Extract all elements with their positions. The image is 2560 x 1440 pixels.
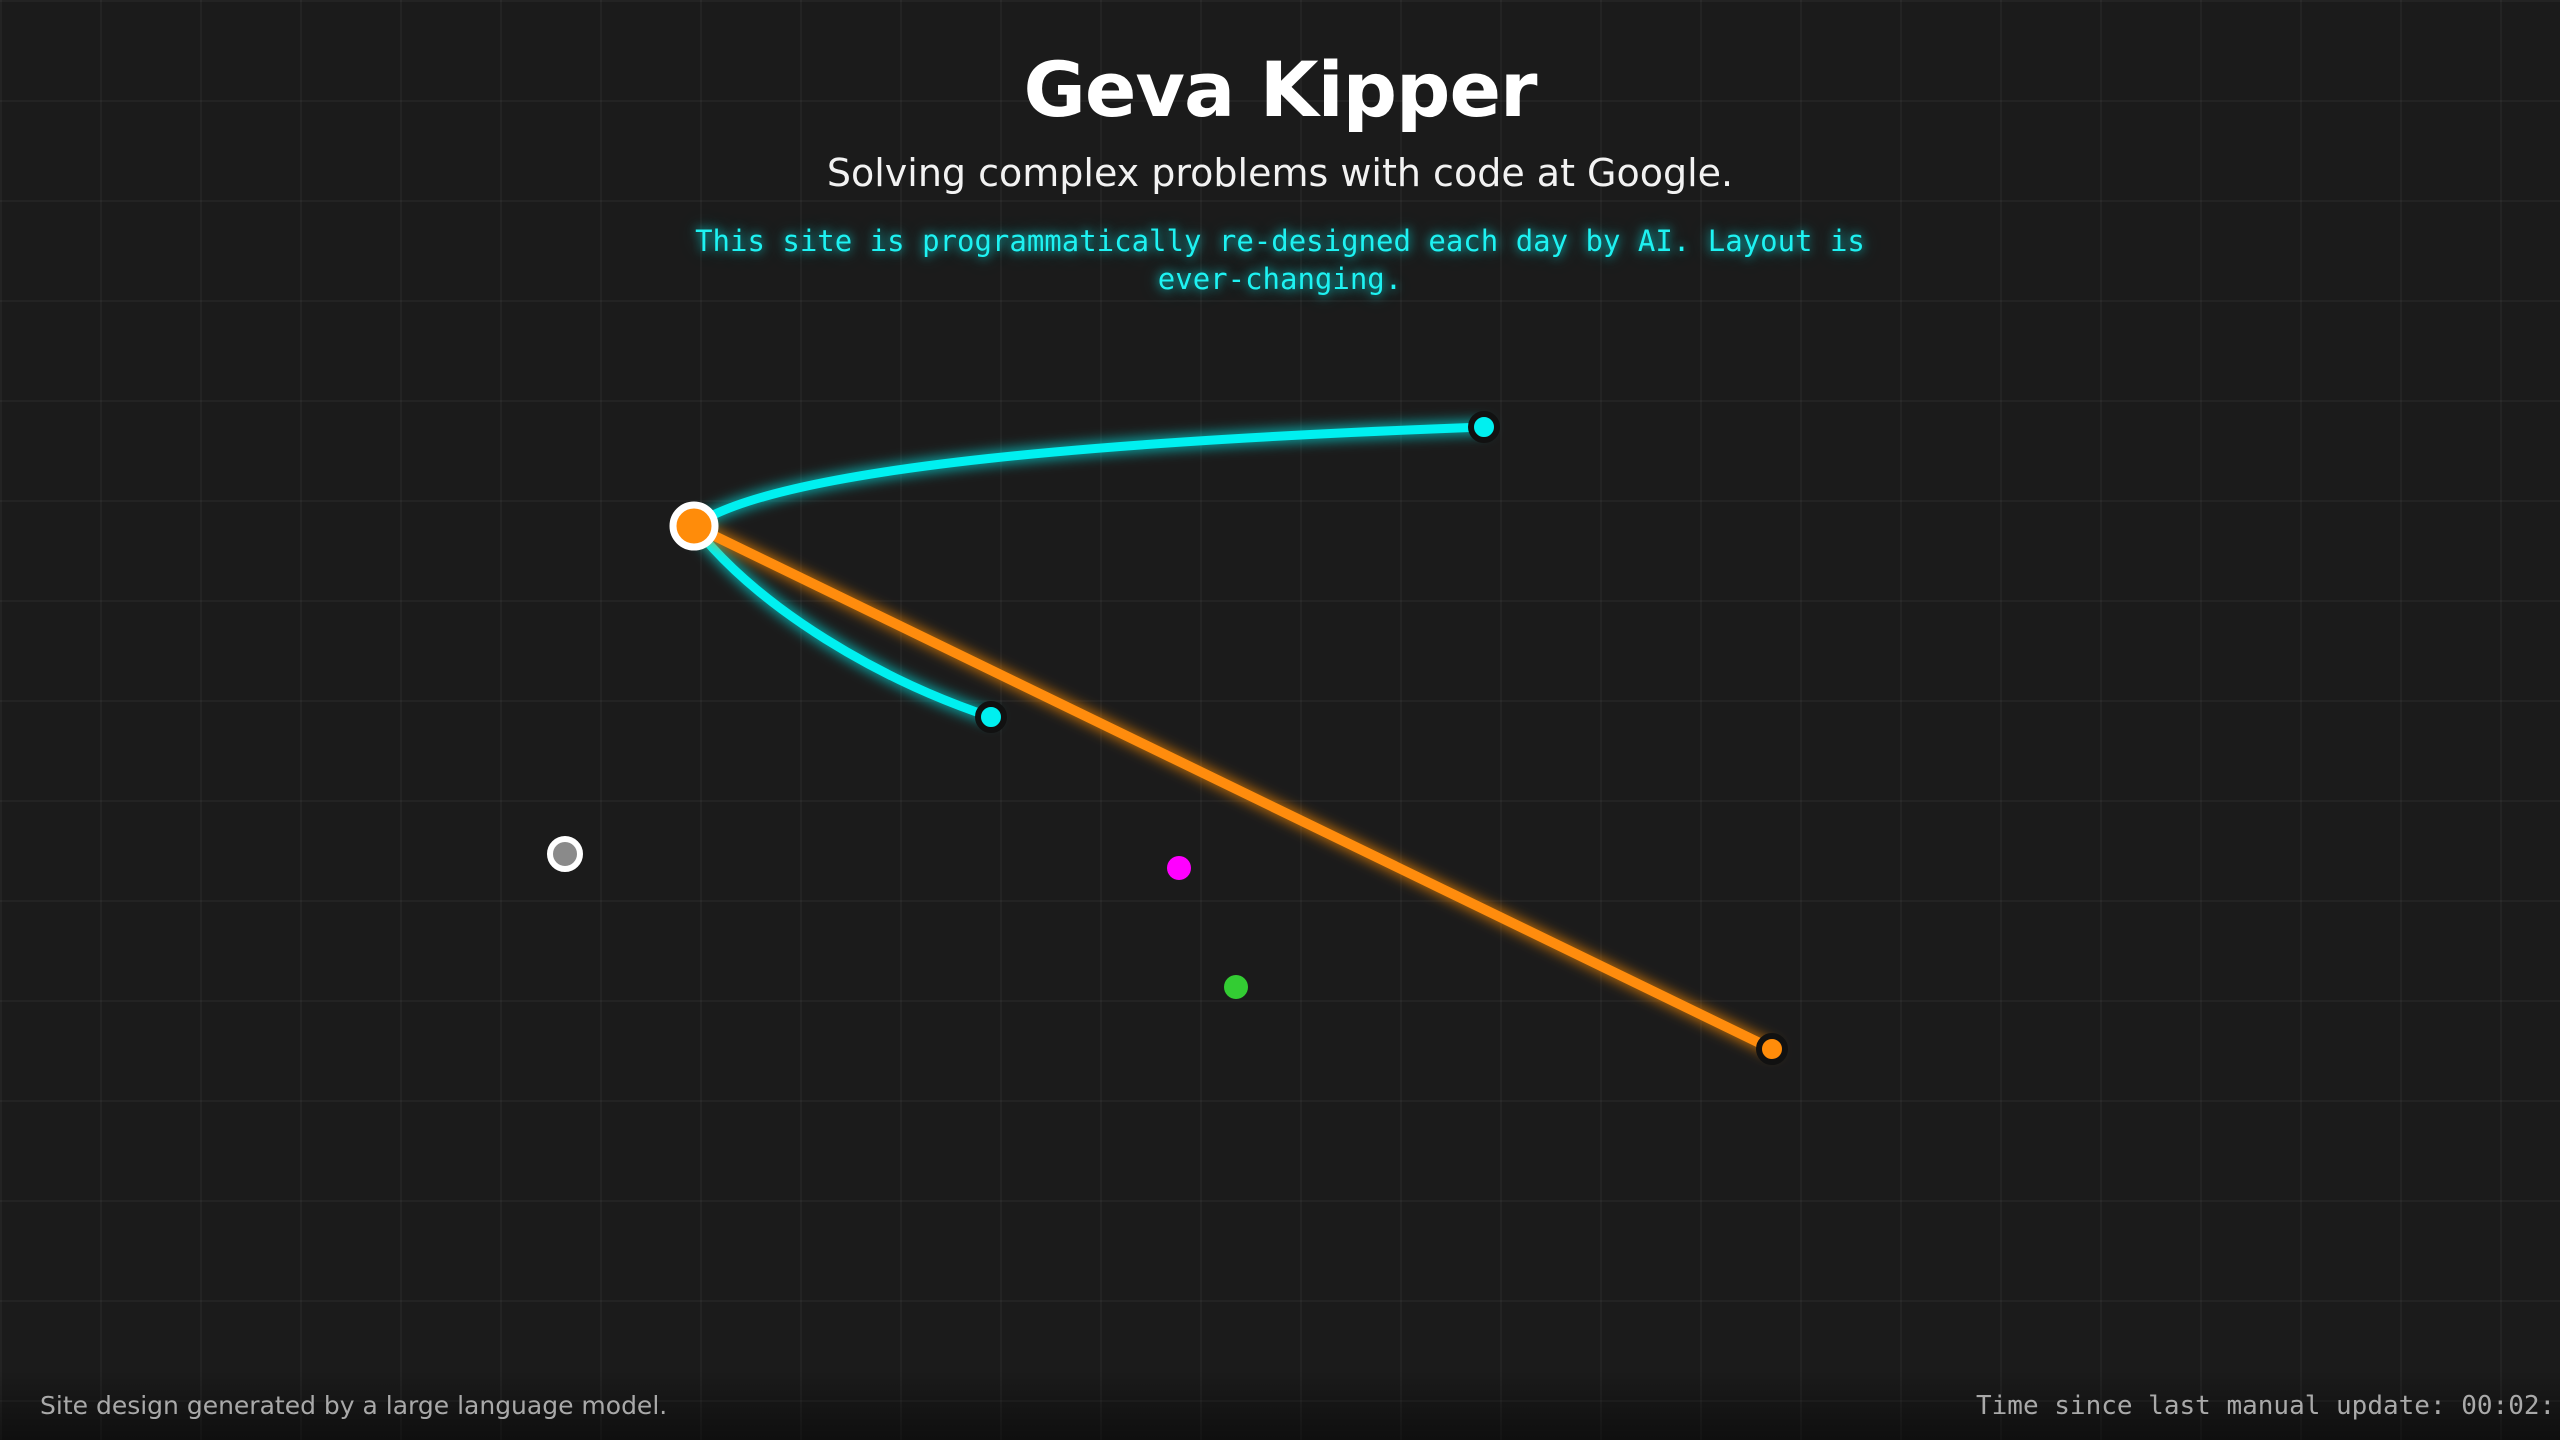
- link-hub-cyan-upper: [689, 422, 1489, 531]
- link-hub-orange-end: [689, 521, 1777, 1054]
- cyan-node-upper[interactable]: [1468, 411, 1500, 443]
- orange-node-end[interactable]: [1756, 1033, 1788, 1065]
- graph-links: [689, 422, 1777, 1054]
- llm-credit-text: Site design generated by a large languag…: [40, 1391, 668, 1420]
- hub-node[interactable]: [669, 501, 719, 551]
- update-timer: Time since last manual update: 00:02:: [1976, 1391, 2556, 1421]
- cyan-node-lower[interactable]: [975, 701, 1007, 733]
- magenta-node[interactable]: [1167, 856, 1191, 880]
- graph-nodes[interactable]: [547, 411, 1788, 1065]
- green-node[interactable]: [1224, 975, 1248, 999]
- link-hub-cyan-lower: [689, 521, 996, 722]
- site-footer: Site design generated by a large languag…: [0, 1370, 2560, 1440]
- site-subtitle: Solving complex problems with code at Go…: [826, 151, 1734, 195]
- site-title: Geva Kipper: [1023, 45, 1538, 134]
- ai-redesign-notice: This site is programmatically re-designe…: [695, 224, 1865, 296]
- gray-node[interactable]: [547, 836, 583, 872]
